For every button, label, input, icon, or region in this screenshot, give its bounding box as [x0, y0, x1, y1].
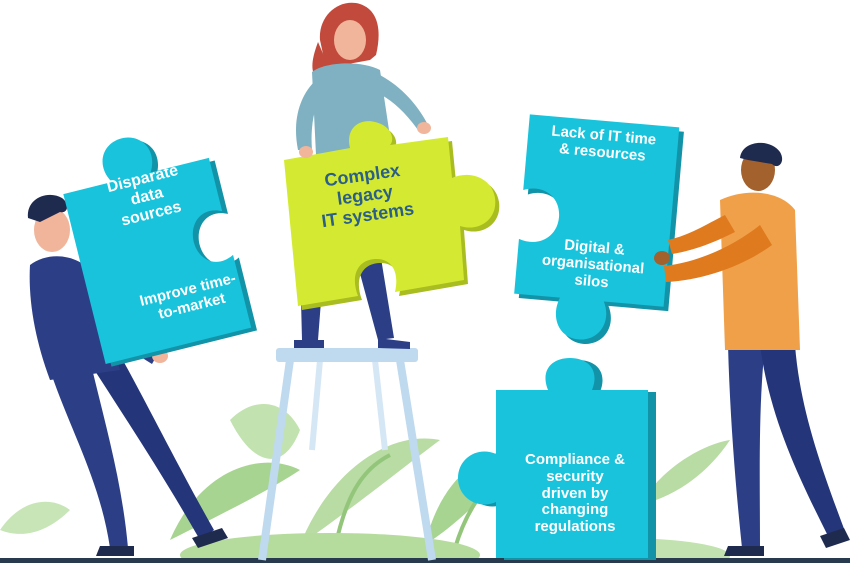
left-man-shoe: [192, 528, 228, 548]
stool: [258, 348, 436, 561]
woman-face: [334, 20, 366, 60]
right-man-figure: [654, 142, 850, 556]
plant-leaf: [300, 438, 440, 545]
stool-leg: [372, 359, 388, 451]
center-piece-shape: [284, 121, 496, 306]
right-man-hand: [654, 251, 670, 265]
stool-seat: [276, 348, 418, 362]
plant-leaf: [0, 501, 70, 534]
right-man-hair: [740, 142, 783, 167]
woman-arm: [296, 80, 322, 150]
left-man-hair: [27, 194, 68, 222]
right-man-shoe: [724, 546, 764, 556]
right-piece-shape: [514, 114, 680, 340]
left-man-leg: [50, 360, 128, 548]
left-man-figure: [27, 194, 228, 556]
woman-shoe: [378, 338, 410, 349]
woman-arm: [376, 74, 428, 130]
right-man-leg: [728, 345, 765, 548]
woman-hand: [299, 146, 313, 158]
plant-leaf: [640, 440, 730, 505]
woman-leg: [355, 252, 394, 340]
left-man-shoe: [96, 546, 134, 556]
right-man-shoe: [820, 528, 850, 548]
left-piece-shape: [63, 137, 252, 364]
right-man-torso: [720, 192, 800, 350]
plant-leaf: [230, 403, 300, 459]
bottom-piece-shape: [458, 358, 648, 558]
ground-mound: [180, 533, 480, 563]
stool-leg: [258, 359, 294, 561]
right-puzzle-piece: [514, 114, 684, 344]
center-puzzle-piece: [284, 121, 500, 310]
bottom-puzzle-piece: [458, 358, 656, 560]
stool-leg: [396, 359, 436, 561]
right-man-arm: [664, 225, 772, 282]
left-puzzle-piece: [63, 137, 258, 367]
right-man-leg: [760, 345, 846, 540]
floor-line: [0, 558, 850, 563]
right-man-arm: [668, 215, 735, 254]
woman-shoe: [294, 340, 324, 348]
left-man-leg: [88, 355, 214, 540]
stool-leg: [309, 359, 323, 451]
woman-hand: [417, 122, 431, 134]
label-compliance-security-regulations: Compliance & security driven by changing…: [524, 451, 626, 536]
